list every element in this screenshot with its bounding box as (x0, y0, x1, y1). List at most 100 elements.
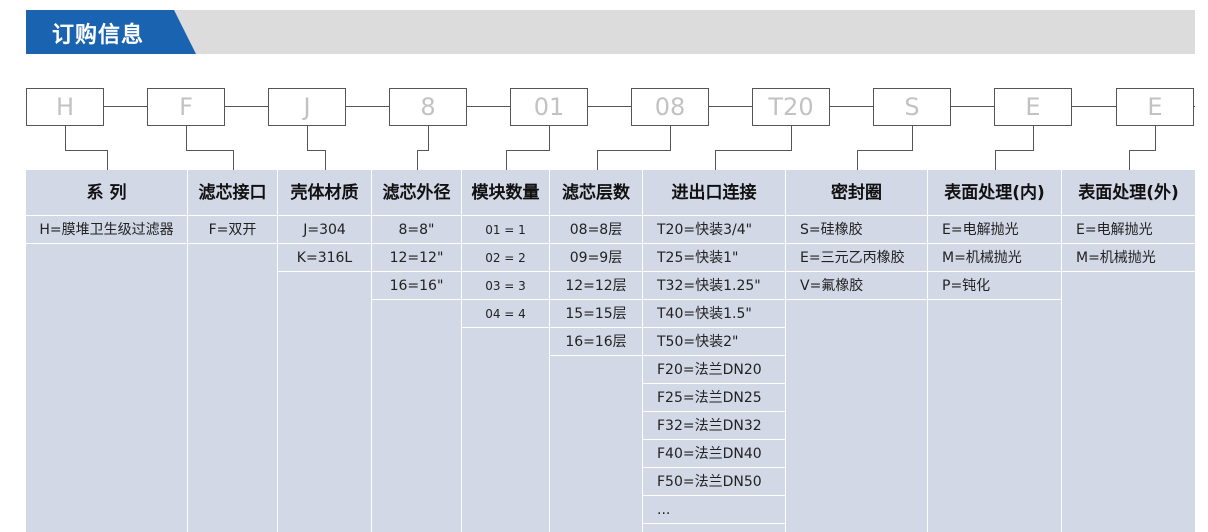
table-cell: S=硅橡胶 (786, 216, 927, 244)
column-header: 表面处理(外) (1062, 170, 1195, 216)
connector-line (107, 150, 108, 170)
connector-line (1129, 150, 1156, 151)
table-cell: P=钝化 (928, 272, 1061, 300)
table-cell: 04 = 4 (462, 300, 549, 328)
column-header: 壳体材质 (278, 170, 371, 216)
connector-line (307, 150, 326, 151)
connector-line (506, 150, 507, 170)
table-cell: T25=快装1" (643, 244, 785, 272)
table-cell: M=机械抛光 (928, 244, 1061, 272)
connector-line (65, 126, 66, 150)
connector-line (995, 150, 1034, 151)
connector-line (912, 126, 913, 150)
table-cell: E=电解抛光 (928, 216, 1061, 244)
connector-line (1129, 150, 1130, 170)
code-box: S (873, 88, 951, 126)
table-cell: 16=16层 (550, 328, 642, 356)
title-bar: 订购信息 (26, 10, 1195, 54)
table-cell: J=304 (278, 216, 371, 244)
table-cell: E=三元乙丙橡胶 (786, 244, 927, 272)
table-cell: F50=法兰DN50 (643, 468, 785, 496)
connector-line (597, 150, 671, 151)
table-cell: T32=快装1.25" (643, 272, 785, 300)
connector-line (549, 126, 550, 150)
column-header: 系 列 (26, 170, 187, 216)
column-header: 进出口连接 (643, 170, 785, 216)
table-cell: H=膜堆卫生级过滤器 (26, 216, 187, 244)
table-cell: F20=法兰DN20 (643, 356, 785, 384)
connector-line (791, 126, 792, 150)
connector-line (995, 150, 996, 170)
connector-line (417, 150, 429, 151)
connector-line (1155, 126, 1156, 150)
connector-line (428, 126, 429, 150)
connector-line (65, 150, 108, 151)
table-cell: 08=8层 (550, 216, 642, 244)
connector-line (857, 150, 913, 151)
connector-line (715, 150, 716, 170)
table-cell: ... (643, 496, 785, 524)
connector-line (233, 150, 234, 170)
code-connector-line (26, 106, 1195, 107)
table-cell: 03 = 3 (462, 272, 549, 300)
column-header: 表面处理(内) (928, 170, 1061, 216)
table-cell: V=氟橡胶 (786, 272, 927, 300)
connector-line (1033, 126, 1034, 150)
table-cell: T40=快装1.5" (643, 300, 785, 328)
code-box: 01 (510, 88, 588, 126)
table-cell: F32=法兰DN32 (643, 412, 785, 440)
table-cell: 15=15层 (550, 300, 642, 328)
column-header: 滤芯外径 (372, 170, 461, 216)
table-cell: 12=12" (372, 244, 461, 272)
table-cell: E=电解抛光 (1062, 216, 1195, 244)
table-cell: F=双开 (188, 216, 277, 244)
connector-line (715, 150, 792, 151)
column-header: 密封圈 (786, 170, 927, 216)
connector-line (506, 150, 550, 151)
code-box: J (268, 88, 346, 126)
connector-line (670, 126, 671, 150)
connector-line (186, 150, 234, 151)
table-cell: 01 = 1 (462, 216, 549, 244)
table-cell: 12=12层 (550, 272, 642, 300)
column-header: 滤芯层数 (550, 170, 642, 216)
column-header: 模块数量 (462, 170, 549, 216)
table-cell: K=316L (278, 244, 371, 272)
title-tab: 订购信息 (26, 10, 196, 54)
table-cell: 16=16" (372, 272, 461, 300)
connector-line (325, 150, 326, 170)
code-box: T20 (752, 88, 830, 126)
code-box: F (147, 88, 225, 126)
table-cell: 8=8" (372, 216, 461, 244)
table-cell: T20=快装3/4" (643, 216, 785, 244)
section-title: 订购信息 (52, 23, 145, 48)
table-cell: 02 = 2 (462, 244, 549, 272)
table-cell: F25=法兰DN25 (643, 384, 785, 412)
code-box: 08 (631, 88, 709, 126)
table-cell: F40=法兰DN40 (643, 440, 785, 468)
table-cell: M=机械抛光 (1062, 244, 1195, 272)
connector-line (307, 126, 308, 150)
table-cell: T50=快装2" (643, 328, 785, 356)
connector-line (186, 126, 187, 150)
code-box: E (994, 88, 1072, 126)
column-header: 滤芯接口 (188, 170, 277, 216)
connector-line (417, 150, 418, 170)
code-box: H (26, 88, 104, 126)
connector-line (597, 150, 598, 170)
code-box: 8 (389, 88, 467, 126)
table-cell: 09=9层 (550, 244, 642, 272)
connector-line (857, 150, 858, 170)
code-box: E (1116, 88, 1194, 126)
